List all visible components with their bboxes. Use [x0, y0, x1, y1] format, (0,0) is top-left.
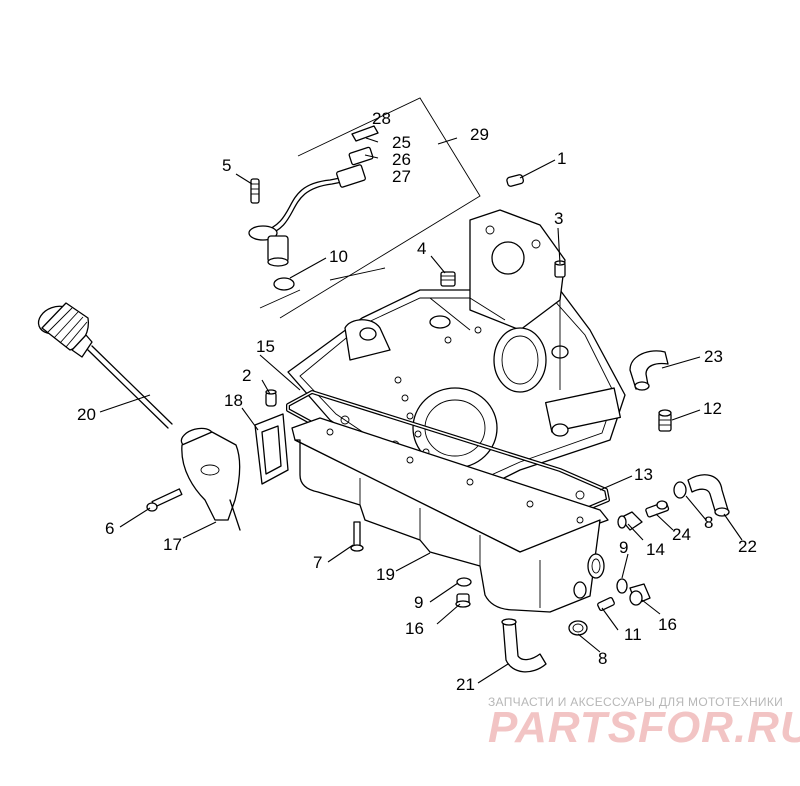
- watermark: ЗАПЧАСТИ И АКСЕССУАРЫ ДЛЯ МОТОТЕХНИКИ PA…: [488, 695, 800, 752]
- callout-17: 17: [163, 535, 182, 554]
- callout-18: 18: [224, 391, 243, 410]
- callout-16-plug-pan: 16: [405, 619, 424, 638]
- callout-19: 19: [376, 565, 395, 584]
- callout-12: 12: [703, 399, 722, 418]
- callout-16-plug-right: 16: [658, 615, 677, 634]
- callout-8-clamp-lower: 8: [598, 649, 607, 668]
- callout-26: 26: [392, 150, 411, 169]
- dowel-pin-part: [265, 389, 277, 407]
- filler-tube-part: [146, 427, 241, 531]
- watermark-logo: PARTSFOR.RU: [488, 703, 800, 752]
- callout-24: 24: [672, 525, 691, 544]
- right-drain-plug-part: [616, 578, 651, 606]
- callout-2: 2: [242, 366, 251, 385]
- watermark-caption: ЗАПЧАСТИ И АКСЕССУАРЫ ДЛЯ МОТОТЕХНИКИ: [488, 695, 783, 709]
- callout-28: 28: [372, 109, 391, 128]
- callout-20: 20: [77, 405, 96, 424]
- callout-4: 4: [417, 239, 426, 258]
- callout-11: 11: [624, 625, 642, 644]
- elbow-fitting-part: [658, 409, 672, 432]
- leader-lines: [99, 137, 743, 684]
- callout-29: 29: [470, 125, 489, 144]
- pan-fittings-part: [568, 597, 615, 636]
- callout-27: 27: [392, 167, 411, 186]
- sensor-subassembly-bracket: [259, 97, 481, 319]
- callout-13: 13: [634, 465, 653, 484]
- callout-15: 15: [256, 337, 275, 356]
- speed-sensor-part: [248, 125, 379, 291]
- callout-14: 14: [646, 540, 665, 559]
- side-gasket-part: [254, 413, 289, 485]
- callout-22: 22: [738, 537, 757, 556]
- vent-hose-upper-part: [629, 350, 669, 391]
- callout-25: 25: [392, 133, 411, 152]
- callout-labels: 1 2 3 4 5 6 7 8 8 9 9 10 11 12 13 14 15 …: [77, 109, 757, 694]
- callout-8-clamp-upper: 8: [704, 513, 713, 532]
- top-pins-part: [440, 174, 566, 287]
- callout-3: 3: [554, 209, 563, 228]
- vent-hose-lower-part: [673, 474, 730, 517]
- callout-9-washer-right: 9: [619, 538, 628, 557]
- callout-1: 1: [557, 149, 566, 168]
- callout-9-washer-pan: 9: [414, 593, 423, 612]
- drain-fittings-part: [617, 500, 670, 531]
- callout-7: 7: [313, 553, 322, 572]
- pan-fasteners-part: [350, 521, 472, 608]
- oil-pan-part: [291, 417, 609, 613]
- drain-hose-part: [501, 618, 547, 673]
- dipstick-part: [37, 302, 173, 429]
- callout-5: 5: [222, 156, 231, 175]
- callout-21: 21: [456, 675, 475, 694]
- callout-10: 10: [329, 247, 348, 266]
- callout-23: 23: [704, 347, 723, 366]
- callout-6: 6: [105, 519, 114, 538]
